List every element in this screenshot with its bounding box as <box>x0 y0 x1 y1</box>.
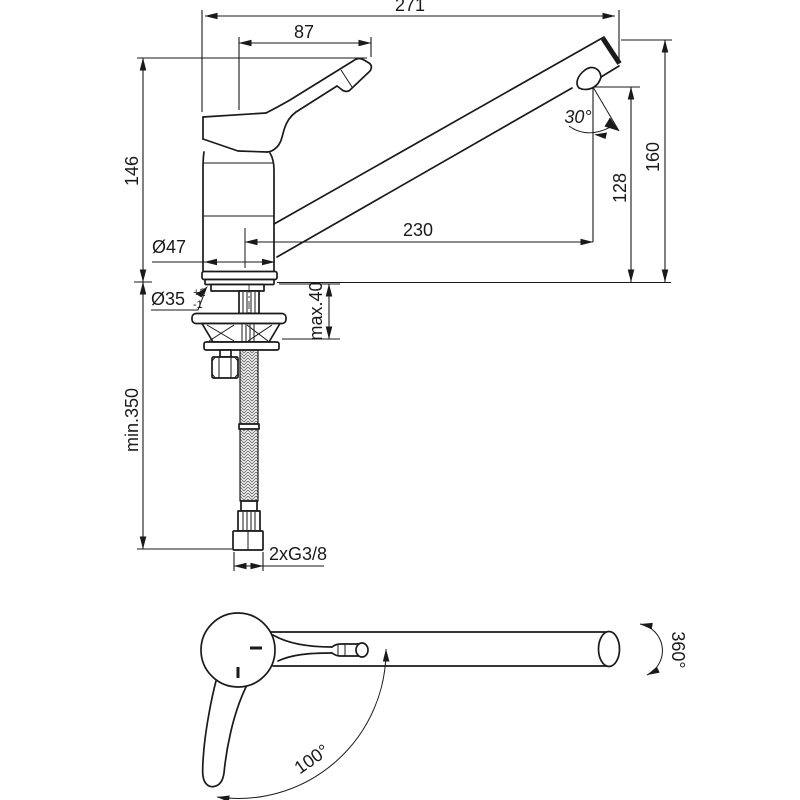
handle-grip-end <box>355 642 369 658</box>
handle-knob-joint-line <box>340 69 353 88</box>
escutcheon-bottom-plate <box>203 341 280 351</box>
dim-label-146: 146 <box>122 156 142 186</box>
arrowhead <box>604 117 619 131</box>
top-view-handle-grip <box>272 634 369 662</box>
dimension-d35: Ø35 +2 -1 <box>151 286 208 311</box>
top-view-handle-lever <box>201 680 247 788</box>
dim-label-d35: Ø35 <box>151 289 185 309</box>
swivel-arc-100: 100° <box>216 648 390 800</box>
arrowhead <box>204 258 217 266</box>
dim-label-271: 271 <box>395 0 425 15</box>
dim-label-d47: Ø47 <box>152 237 186 257</box>
dim-label-d35-minus: -1 <box>193 299 203 311</box>
dimension-146: 146 <box>122 57 367 283</box>
dimension-min350: min.350 <box>122 281 232 550</box>
braided-hose-upper <box>239 349 259 425</box>
aerator-outlet <box>576 66 602 91</box>
dim-label-230: 230 <box>403 220 433 240</box>
arrowhead <box>594 132 607 139</box>
arrowhead <box>262 258 275 266</box>
mounting-neck <box>210 283 265 292</box>
dim-label-connection: 2xG3/8 <box>269 544 327 564</box>
faucet-body-outline <box>201 112 278 286</box>
dim-label-128: 128 <box>610 173 630 203</box>
dim-label-30deg: 30° <box>564 107 591 127</box>
dim-label-160: 160 <box>643 142 663 172</box>
dim-label-100deg: 100° <box>291 740 333 778</box>
dim-label-max40: max.40 <box>306 281 326 340</box>
dimension-connection: 2xG3/8 <box>233 544 327 571</box>
hose-band <box>238 423 260 430</box>
side-view: 271 87 146 min.350 Ø47 <box>122 0 672 571</box>
arrowhead <box>196 286 208 298</box>
escutcheon-top-plate <box>191 312 287 325</box>
dimension-271: 271 <box>201 0 620 112</box>
hex-nut <box>211 356 239 379</box>
dimension-160: 160 <box>621 39 672 283</box>
dimension-128: 128 <box>593 86 640 283</box>
dimension-angle-30: 30° <box>564 86 620 139</box>
top-view: 100° 360° <box>200 612 688 800</box>
dimension-max40: max.40 <box>279 281 340 341</box>
escutcheon-cone <box>201 322 281 343</box>
mounting-assembly <box>191 283 287 379</box>
braided-hose-lower <box>239 428 259 502</box>
connection-nut <box>232 530 264 551</box>
top-view-spout <box>270 630 621 668</box>
dim-label-360deg: 360° <box>668 631 688 668</box>
spout-side <box>273 36 622 258</box>
supply-hose <box>232 349 264 551</box>
handle-lever-side <box>265 57 373 153</box>
spout-end-cap <box>597 630 621 668</box>
dim-label-87: 87 <box>294 22 314 42</box>
dimension-87: 87 <box>238 22 372 110</box>
hose-ferrule <box>237 510 261 532</box>
dimension-d47: Ø47 <box>152 237 275 266</box>
dimension-230: 230 <box>244 87 594 268</box>
stud-collar <box>219 349 232 358</box>
base-ring-upper <box>201 270 278 281</box>
swivel-arc-360: 360° <box>639 622 688 676</box>
dim-label-min350: min.350 <box>122 388 142 452</box>
hose-ferrule-top <box>240 500 258 512</box>
spout-tip-face <box>600 37 622 65</box>
